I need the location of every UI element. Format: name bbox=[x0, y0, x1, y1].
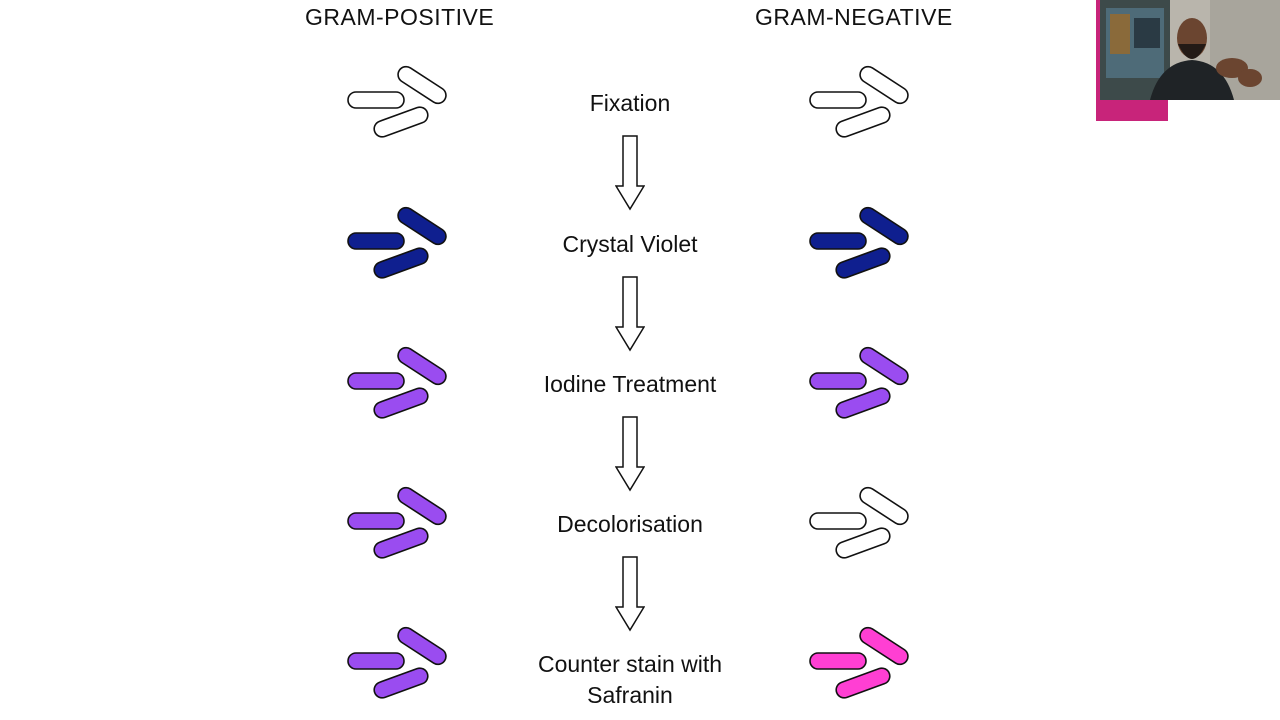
bacterium-rod bbox=[859, 486, 909, 526]
gram-positive-bacteria bbox=[347, 346, 447, 419]
bacterium-rod bbox=[397, 206, 447, 246]
bacterium-rod bbox=[397, 486, 447, 526]
bacterium-rod bbox=[859, 346, 909, 386]
bacterium-rod bbox=[835, 247, 891, 279]
presenter-webcam bbox=[1096, 0, 1280, 121]
step-decolorisation-label: Decolorisation bbox=[557, 511, 703, 537]
down-arrow-icon bbox=[615, 276, 645, 352]
gram-negative-bacteria bbox=[809, 486, 909, 559]
bacterium-rod bbox=[835, 667, 891, 699]
gram-negative-bacteria bbox=[809, 206, 909, 279]
gram-positive-bacteria bbox=[347, 206, 447, 279]
gram-negative-header: GRAM-NEGATIVE bbox=[755, 4, 953, 30]
step-crystal-violet-label: Crystal Violet bbox=[562, 231, 698, 257]
bacterium-rod bbox=[347, 512, 405, 530]
gram-negative-bacteria bbox=[809, 346, 909, 419]
webcam-video bbox=[1100, 0, 1280, 100]
bacterium-rod bbox=[397, 65, 447, 105]
bacterium-rod bbox=[347, 372, 405, 390]
gram-negative-bacteria bbox=[809, 626, 909, 699]
bacterium-rod bbox=[373, 106, 429, 138]
bacterium-rod bbox=[859, 626, 909, 666]
bacterium-rod bbox=[859, 206, 909, 246]
step-fixation-label: Fixation bbox=[589, 90, 671, 116]
gram-positive-header: GRAM-POSITIVE bbox=[305, 4, 495, 30]
down-arrow-icon bbox=[615, 556, 645, 632]
bacterium-rod bbox=[809, 652, 867, 670]
bacterium-rod bbox=[835, 106, 891, 138]
bacterium-rod bbox=[809, 91, 867, 109]
bacterium-rod bbox=[835, 527, 891, 559]
bacterium-rod bbox=[373, 247, 429, 279]
gram-positive-bacteria bbox=[347, 626, 447, 699]
gram-positive-bacteria bbox=[347, 486, 447, 559]
gram-negative-bacteria bbox=[809, 65, 909, 138]
bacterium-rod bbox=[397, 626, 447, 666]
bacterium-rod bbox=[347, 652, 405, 670]
down-arrow-icon bbox=[615, 416, 645, 492]
bacterium-rod bbox=[373, 527, 429, 559]
bacterium-rod bbox=[809, 512, 867, 530]
bacterium-rod bbox=[347, 91, 405, 109]
bacterium-rod bbox=[859, 65, 909, 105]
step-counterstain-label: Counter stain with Safranin bbox=[537, 651, 723, 708]
bacterium-rod bbox=[373, 667, 429, 699]
bacterium-rod bbox=[397, 346, 447, 386]
gram-positive-bacteria bbox=[347, 65, 447, 138]
down-arrow-icon bbox=[615, 135, 645, 211]
step-iodine-label: Iodine Treatment bbox=[543, 371, 717, 397]
bacterium-rod bbox=[347, 232, 405, 250]
bacterium-rod bbox=[373, 387, 429, 419]
bacterium-rod bbox=[809, 372, 867, 390]
bacterium-rod bbox=[809, 232, 867, 250]
bacterium-rod bbox=[835, 387, 891, 419]
